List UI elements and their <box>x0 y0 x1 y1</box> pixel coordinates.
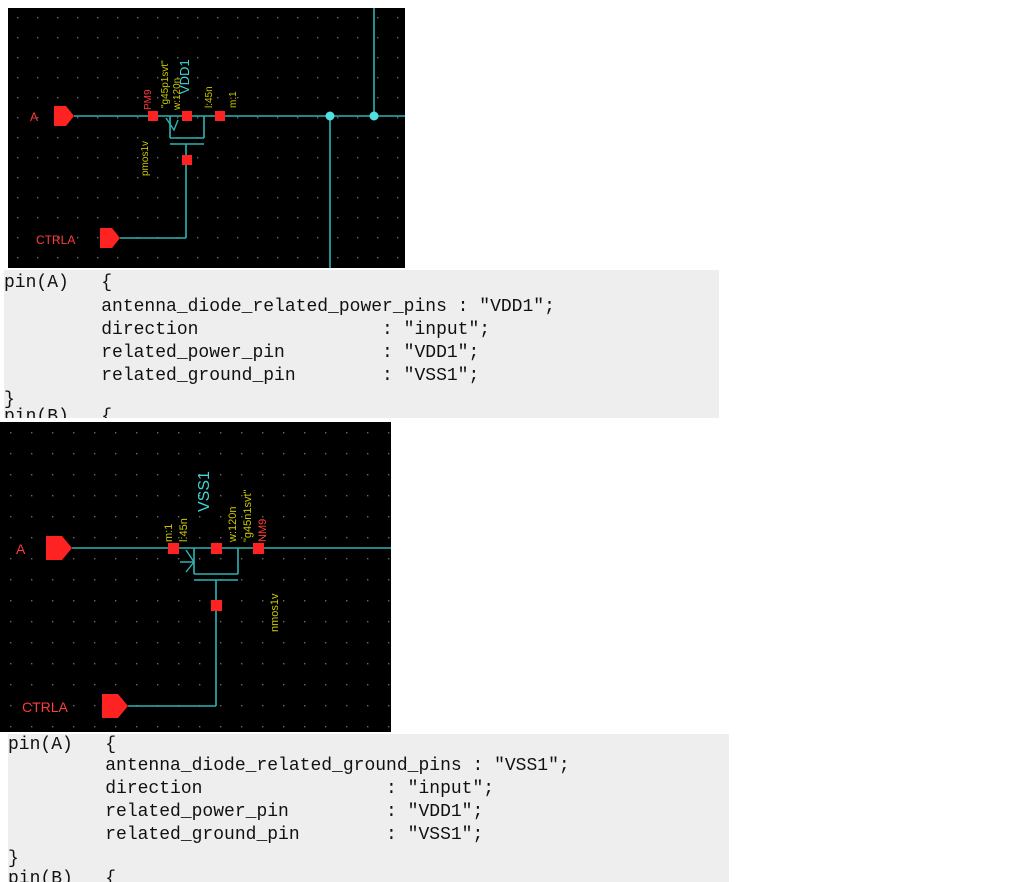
code-cut-line: pin(B) { <box>4 407 113 418</box>
pin-ctrla-label: CTRLA <box>36 233 75 247</box>
instance-name-label: NM9 <box>257 519 269 542</box>
code-cut-line: pin(B) { <box>8 869 117 882</box>
code-line: related_ground_pin : "VSS1"; <box>4 366 480 386</box>
cell-name-label: "g45n1svt" <box>242 489 254 542</box>
pmos-terminal-bulk <box>182 155 192 165</box>
code-line: pin(A) { <box>8 735 117 755</box>
code-line: pin(A) { <box>4 273 113 293</box>
code-line: direction : "input"; <box>8 779 495 799</box>
code-line: related_power_pin : "VDD1"; <box>8 802 484 822</box>
ground-label: VSS1 <box>196 471 213 512</box>
pin-ctrla-label: CTRLA <box>22 699 69 715</box>
nmos-schematic: A CTRLA m:1 l:45n VSS1 w:120n "g45n1svt"… <box>0 422 391 732</box>
power-label: VDD1 <box>177 59 192 94</box>
pin-ctrla-icon <box>100 228 120 248</box>
nmos-terminal-source <box>168 543 179 554</box>
length-label: l:45n <box>204 86 215 108</box>
pmos-wires <box>74 8 405 268</box>
pmos-terminal-gate <box>182 111 192 121</box>
width-label: w:120n <box>227 507 239 543</box>
multiplier-label: m:1 <box>163 524 175 542</box>
pmos-liberty-code: pin(A) { antenna_diode_related_power_pin… <box>4 270 719 418</box>
pin-a-label: A <box>30 110 38 124</box>
model-label: pmos1v <box>140 141 151 176</box>
length-label: l:45n <box>178 518 190 542</box>
code-line: } <box>4 390 15 410</box>
nmos-arrow-icon <box>180 549 195 573</box>
pmos-terminal-drain <box>215 111 225 121</box>
instance-name-label: PM9 <box>143 89 154 110</box>
nmos-liberty-code: pin(A) { antenna_diode_related_ground_pi… <box>8 734 729 882</box>
pmos-terminal-source <box>148 111 158 121</box>
multiplier-label: m:1 <box>228 91 239 108</box>
model-label: nmos1v <box>269 593 281 632</box>
pin-ctrla-icon <box>102 694 128 718</box>
code-line: related_power_pin : "VDD1"; <box>4 343 480 363</box>
code-line: related_ground_pin : "VSS1"; <box>8 825 484 845</box>
pmos-schematic: A CTRLA PM9 pmos1v "g45p1svt" w:120n VDD… <box>8 8 405 268</box>
junction-dot-2 <box>369 111 379 121</box>
code-line: antenna_diode_related_power_pins : "VDD1… <box>4 297 555 317</box>
pmos-arrow-icon <box>165 117 179 132</box>
code-line: } <box>8 849 19 869</box>
pin-a-icon <box>54 106 74 126</box>
cell-name-label: "g45p1svt" <box>160 60 171 108</box>
junction-dot-1 <box>325 111 335 121</box>
code-line: antenna_diode_related_ground_pins : "VSS… <box>8 756 570 776</box>
code-line: direction : "input"; <box>4 320 491 340</box>
pin-a-label: A <box>16 541 26 557</box>
pin-a-icon <box>46 536 72 560</box>
nmos-terminal-bulk <box>211 600 222 611</box>
nmos-terminal-drain <box>253 543 264 554</box>
nmos-terminal-gate <box>211 543 222 554</box>
width-label: w:120n <box>172 78 183 111</box>
